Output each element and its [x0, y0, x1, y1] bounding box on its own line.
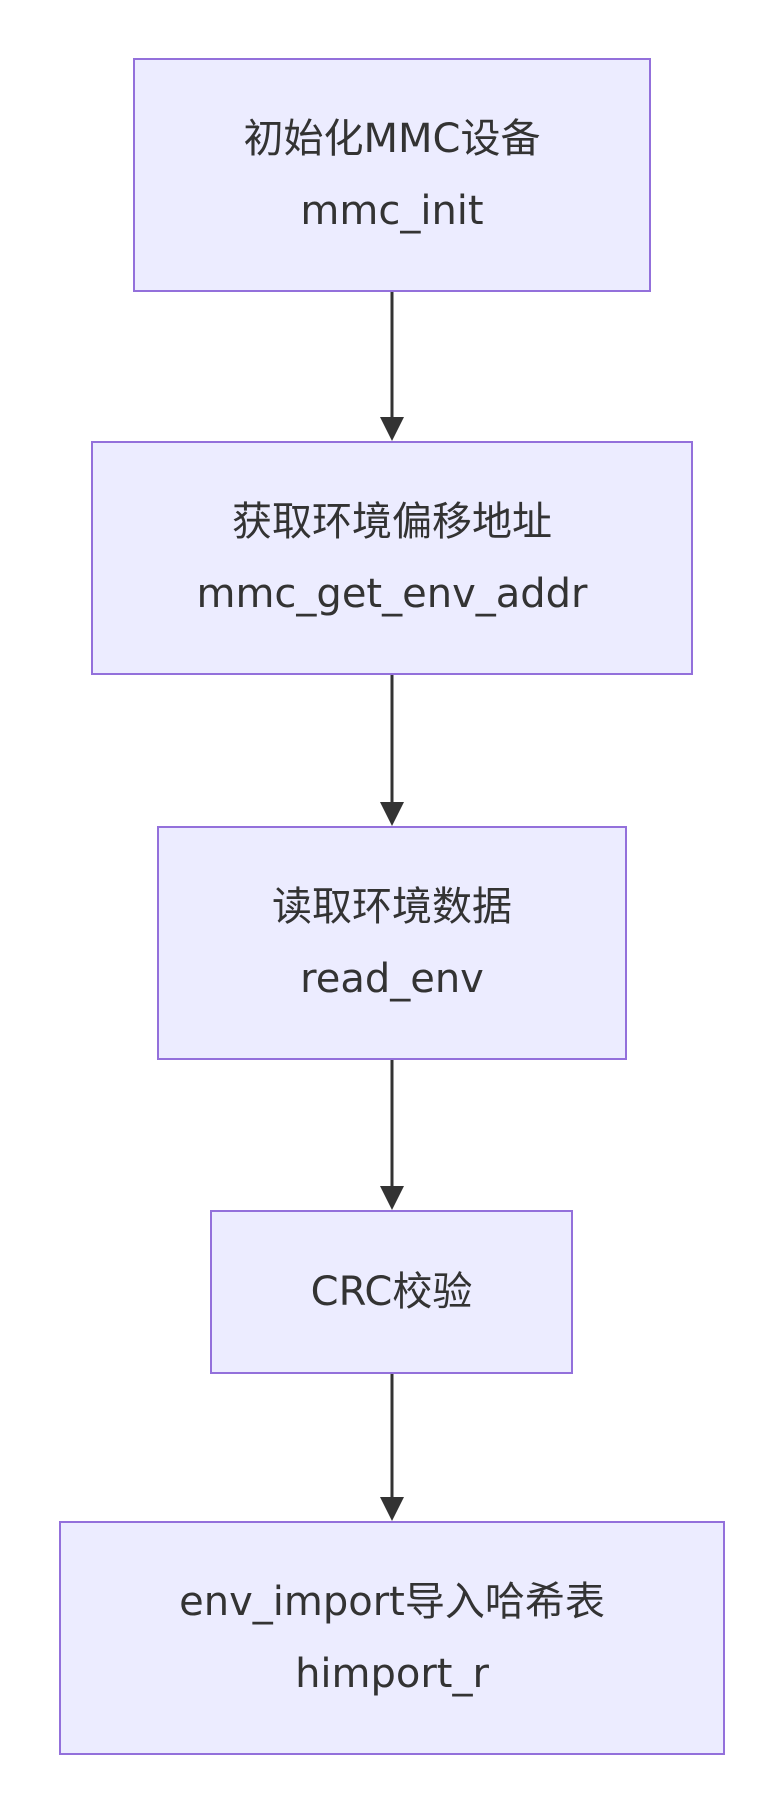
node-subtitle: mmc_get_env_addr — [196, 571, 588, 617]
arrowhead-icon — [380, 417, 404, 441]
node-subtitle: mmc_init — [300, 188, 484, 234]
node-subtitle: himport_r — [295, 1651, 489, 1697]
node-title: env_import导入哈希表 — [179, 1579, 605, 1625]
node-title: 初始化MMC设备 — [243, 116, 541, 162]
node-title: 获取环境偏移地址 — [232, 499, 552, 545]
node-env-import: env_import导入哈希表 himport_r — [59, 1521, 725, 1755]
node-read-env: 读取环境数据 read_env — [157, 826, 627, 1060]
node-title: 读取环境数据 — [272, 884, 512, 930]
arrowhead-icon — [380, 1186, 404, 1210]
arrowhead-icon — [380, 802, 404, 826]
node-init-mmc: 初始化MMC设备 mmc_init — [133, 58, 651, 292]
node-title: CRC校验 — [310, 1269, 473, 1315]
arrowhead-icon — [380, 1497, 404, 1521]
node-crc-check: CRC校验 — [210, 1210, 573, 1374]
node-get-env-addr: 获取环境偏移地址 mmc_get_env_addr — [91, 441, 693, 675]
node-subtitle: read_env — [300, 956, 484, 1002]
